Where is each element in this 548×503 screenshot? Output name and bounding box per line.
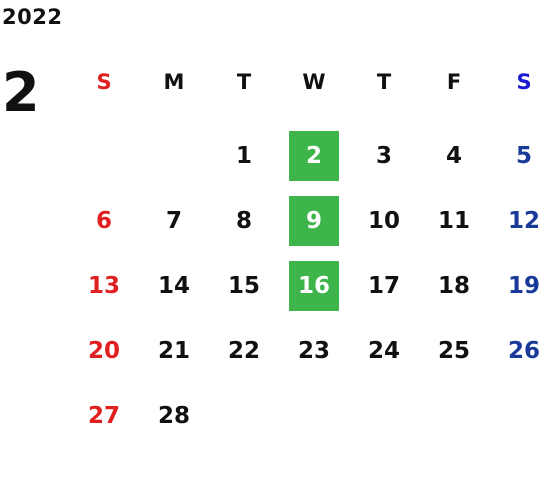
day-cell: 21 — [157, 337, 190, 364]
day-cell: 18 — [437, 272, 470, 299]
empty-day-cell — [279, 383, 349, 448]
week-row-2: 6 7 8 9 10 11 12 — [69, 188, 548, 253]
day-cell: 17 — [367, 272, 400, 299]
day-cell: 23 — [297, 337, 330, 364]
day-cell: 13 — [87, 272, 120, 299]
day-cell: 20 — [87, 337, 120, 364]
empty-day-cell — [69, 123, 139, 188]
week-row-3: 13 14 15 16 17 18 19 — [69, 253, 548, 318]
empty-day-cell — [209, 383, 279, 448]
empty-day-cell — [349, 383, 419, 448]
day-cell: 26 — [507, 337, 540, 364]
day-cell: 14 — [157, 272, 190, 299]
day-cell: 1 — [235, 142, 252, 169]
weekday-tuesday: T — [236, 70, 252, 94]
weekday-header-row: S M T W T F S — [69, 58, 548, 106]
day-cell: 15 — [227, 272, 260, 299]
year-label: 2022 — [2, 5, 63, 29]
day-cell: 6 — [95, 207, 112, 234]
day-cell: 10 — [367, 207, 400, 234]
day-cell: 11 — [437, 207, 470, 234]
weekday-thursday: T — [376, 70, 392, 94]
day-cell: 19 — [507, 272, 540, 299]
day-cell: 7 — [165, 207, 182, 234]
highlighted-day-cell: 9 — [279, 188, 349, 253]
weekday-saturday: S — [516, 70, 532, 94]
weekday-wednesday: W — [302, 70, 326, 94]
day-cell: 28 — [157, 402, 190, 429]
month-number: 2 — [2, 61, 40, 124]
day-cell: 4 — [445, 142, 462, 169]
day-cell: 27 — [87, 402, 120, 429]
day-cell: 22 — [227, 337, 260, 364]
day-cell: 5 — [515, 142, 532, 169]
weekday-friday: F — [446, 70, 462, 94]
empty-day-cell — [139, 123, 209, 188]
week-row-4: 20 21 22 23 24 25 26 — [69, 318, 548, 383]
day-cell: 8 — [235, 207, 252, 234]
week-row-5: 27 28 — [69, 383, 548, 448]
day-cell: 25 — [437, 337, 470, 364]
highlighted-day-cell: 2 — [279, 123, 349, 188]
day-cell: 12 — [507, 207, 540, 234]
calendar-grid: S M T W T F S 1 2 3 4 5 6 7 8 9 10 11 12 — [69, 58, 548, 448]
empty-day-cell — [419, 383, 489, 448]
weekday-sunday: S — [96, 70, 112, 94]
day-cell: 3 — [375, 142, 392, 169]
empty-day-cell — [489, 383, 548, 448]
week-row-1: 1 2 3 4 5 — [69, 123, 548, 188]
day-cell: 24 — [367, 337, 400, 364]
weekday-monday: M — [163, 70, 185, 94]
highlighted-day-cell: 16 — [279, 253, 349, 318]
